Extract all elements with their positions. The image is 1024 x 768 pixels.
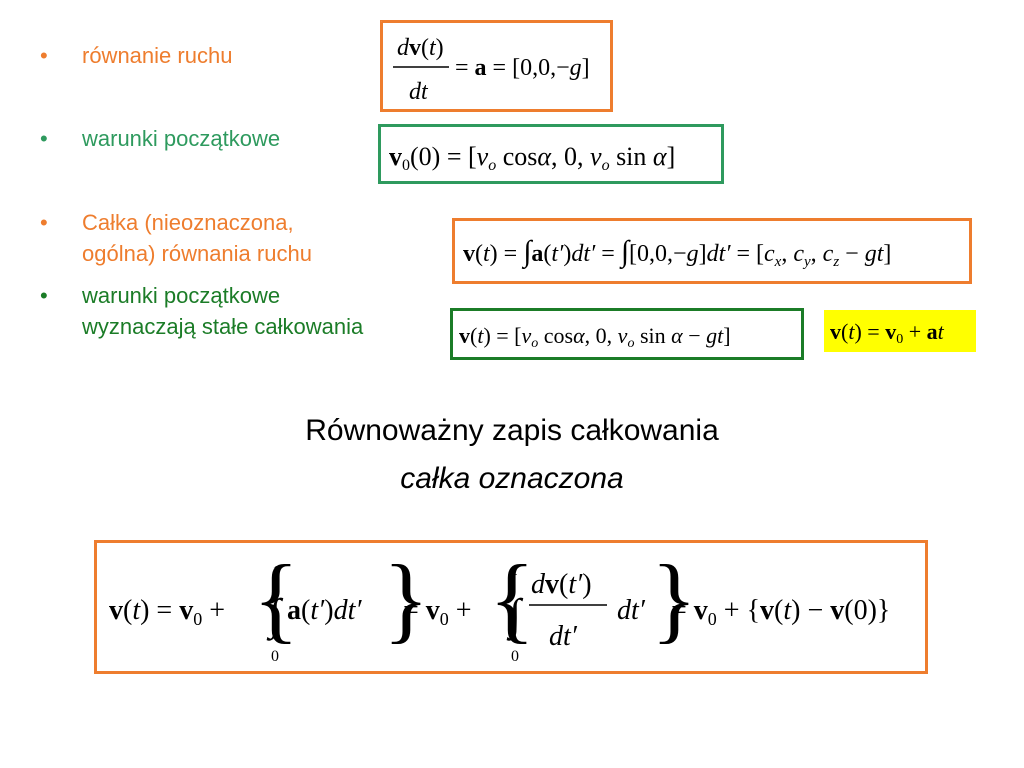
svg-text:}: } — [383, 545, 429, 652]
svg-text:= a = [0,0,−g]: = a = [0,0,−g] — [455, 55, 590, 81]
bullet-label: warunki początkowe — [82, 126, 281, 151]
svg-text:dv(t′): dv(t′) — [531, 569, 592, 600]
bullet-dot: • — [40, 283, 48, 308]
definite-integral-equation: v(t) = v0 + { t ∫ 0 a(t′)dt′ } = v0 + { … — [109, 545, 890, 665]
svg-text:{: { — [489, 545, 535, 652]
svg-text:t: t — [273, 562, 278, 579]
bullet-dot: • — [40, 43, 48, 68]
velocity-formula-highlight: v(t) = v0 + at — [824, 310, 976, 352]
bullet-label-line1: warunki początkowe — [82, 283, 281, 308]
svg-text:0: 0 — [511, 648, 519, 665]
svg-text:= v0 +: = v0 + — [403, 595, 472, 629]
svg-text:∫: ∫ — [506, 590, 524, 641]
svg-text:v(t) = v0 +: v(t) = v0 + — [109, 595, 225, 629]
section-subheading: całka oznaczona — [400, 462, 624, 495]
equation-of-motion-denominator-text: dt — [383, 21, 384, 22]
equation-of-motion-box: dv(t) dt = a = [0,0,−g] — [380, 20, 613, 112]
velocity-formula: v(t) = v0 + at — [830, 319, 945, 347]
svg-text:dt′: dt′ — [549, 621, 578, 652]
svg-text:∫: ∫ — [266, 590, 284, 641]
velocity-formula-text: v(t) = v0 + at — [825, 311, 826, 312]
bullet-label-line1: Całka (nieoznaczona, — [82, 210, 294, 235]
svg-text:0: 0 — [271, 648, 279, 665]
svg-text:t: t — [513, 562, 518, 579]
svg-text:}: } — [651, 545, 697, 652]
svg-text:v0(0) = [vo cosα, 0, vo sin α]: v0(0) = [vo cosα, 0, vo sin α] — [389, 142, 675, 174]
section-heading: Równoważny zapis całkowania — [305, 414, 719, 447]
initial-conditions-text: v0(0) = [vo cosα, 0, vo sin α] — [381, 127, 382, 128]
svg-text:v(t) = [vo cosα, 0, vo sin α −: v(t) = [vo cosα, 0, vo sin α − gt] — [459, 323, 731, 351]
svg-text:v(t) = ∫a(t′)dt′ = ∫[0,0,−g]dt: v(t) = ∫a(t′)dt′ = ∫[0,0,−g]dt′ = [cx, c… — [463, 235, 891, 270]
svg-text:{: { — [253, 545, 299, 652]
indefinite-integral-equation: v(t) = ∫a(t′)dt′ = ∫[0,0,−g]dt′ = [cx, c… — [463, 235, 891, 270]
svg-text:= v0 + {v(t) − v(0)}: = v0 + {v(t) − v(0)} — [671, 595, 890, 629]
bullet-dot: • — [40, 210, 48, 235]
initial-conditions-box: v0(0) = [vo cosα, 0, vo sin α] — [378, 124, 724, 184]
indefinite-integral-box: v(t) = ∫a(t′)dt′ = ∫[0,0,−g]dt′ = [cx, c… — [452, 218, 972, 284]
svg-text:a(t′)dt′: a(t′)dt′ — [287, 595, 362, 626]
determined-constants-equation: v(t) = [vo cosα, 0, vo sin α − gt] — [459, 323, 731, 351]
svg-text:v(t) = v0 + at: v(t) = v0 + at — [830, 319, 945, 347]
determined-constants-text: v(t) = [vo cosα, 0, vo sin α − gt] — [453, 311, 454, 312]
definite-integral-text: v(t) = v0 + {∫₀ᵗ a(t′)dt′} = v0 + {∫₀ᵗ (… — [97, 543, 98, 544]
bullet-label-line2: ogólna) równania ruchu — [82, 241, 312, 266]
equation-of-motion-text: = a = [0,0,−g] — [381, 21, 382, 22]
bullet-label-line2: wyznaczają stałe całkowania — [82, 314, 364, 339]
bullet-label: równanie ruchu — [82, 43, 233, 68]
determined-constants-box: v(t) = [vo cosα, 0, vo sin α − gt] — [450, 308, 804, 360]
bullet-dot: • — [40, 126, 48, 151]
initial-conditions-equation: v0(0) = [vo cosα, 0, vo sin α] — [389, 142, 675, 174]
indefinite-integral-text: v(t) = ∫a(t′)dt′ = ∫[0,0,−g]dt′ = [cx, c… — [455, 221, 456, 222]
svg-text:dv(t): dv(t) — [397, 35, 444, 61]
definite-integral-box: v(t) = v0 + { t ∫ 0 a(t′)dt′ } = v0 + { … — [94, 540, 928, 674]
svg-text:dt: dt — [409, 79, 429, 105]
equation-of-motion: dv(t) dt = a = [0,0,−g] — [393, 35, 590, 105]
equation-of-motion-numerator-text: dv(t) — [382, 21, 383, 22]
svg-text:dt′: dt′ — [617, 595, 646, 626]
